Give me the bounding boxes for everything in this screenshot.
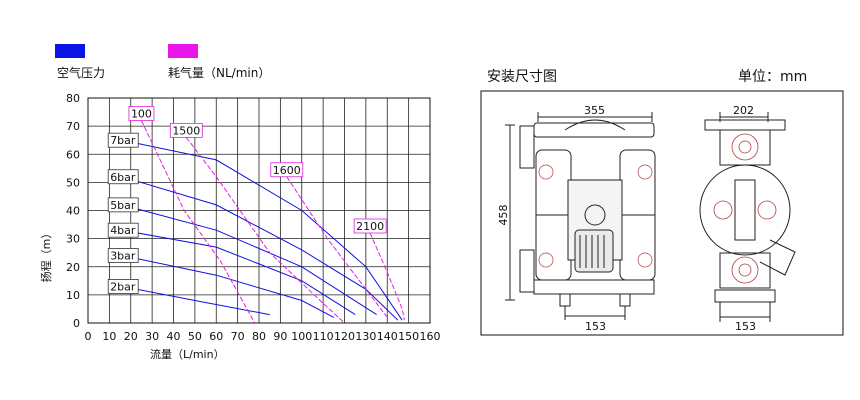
pressure-label-7bar: 7bar [110,134,136,147]
pressure-label-box [107,132,139,148]
y-tick-label: 30 [66,233,80,246]
x-tick-label: 120 [334,330,355,343]
drawing-frame [480,90,844,336]
x-tick-label: 80 [252,330,266,343]
x-axis-label: 流量（L/min） [150,347,225,361]
pressure-curve-7bar [122,139,403,321]
pressure-curve-3bar [122,255,335,318]
curve-labels: 7bar 6bar 5bar 4bar 3bar 2bar 100 1500 1600 2100 [107,106,387,294]
pressure-label-2bar: 2bar [110,280,136,293]
pressure-curve-2bar [122,285,270,316]
legend-label-air: 耗气量（NL/min） [168,66,271,80]
y-tick-label: 0 [73,317,80,330]
x-tick-label: 0 [85,330,92,343]
y-tick-label: 60 [66,148,80,161]
air-curve-2100 [369,232,405,321]
side-view [699,112,796,322]
y-tick-label: 70 [66,120,80,133]
x-tick-label: 140 [377,330,398,343]
air-label-box [128,106,155,121]
installation-drawing: 355 458 153 202 153 [480,90,844,336]
y-tick-label: 40 [66,205,80,218]
drawing-title: 安装尺寸图 [487,69,557,85]
front-view-detail [538,164,653,268]
x-tick-label: 10 [102,330,116,343]
air-label-1500: 1500 [172,124,200,137]
x-tick-label: 160 [420,330,441,343]
dim-side-width: 202 [733,104,754,117]
air-label-box [353,218,387,234]
air-curve-1600 [286,176,388,318]
dim-side-base: 153 [735,320,756,333]
x-tick-label: 30 [145,330,159,343]
legend-swatch-air [168,44,198,58]
x-tick-label: 20 [124,330,138,343]
pressure-label-4bar: 4bar [110,224,136,237]
air-label-box [270,162,304,178]
pressure-label-6bar: 6bar [110,171,136,184]
pressure-curve-4bar [122,229,356,316]
pressure-curve-6bar [122,176,399,321]
air-consumption-curves [140,120,405,324]
y-tick-label: 20 [66,261,80,274]
air-label-100: 100 [131,108,152,121]
pressure-label-box [107,222,139,238]
grid [88,98,430,323]
pressure-label-box [107,279,139,294]
dim-front-base: 153 [585,320,606,333]
pressure-label-box [107,169,139,185]
air-label-2100: 2100 [356,220,384,233]
legend-label-pressure: 空气压力 [57,66,106,80]
pressure-label-3bar: 3bar [110,250,136,263]
x-tick-label: 70 [231,330,245,343]
side-view-detail [713,133,777,284]
air-label-1600: 1600 [273,164,301,177]
y-tick-label: 10 [66,289,80,302]
front-view [505,112,656,320]
pressure-curves [122,139,403,321]
pressure-label-box [107,197,139,213]
air-curve-100 [140,120,256,324]
x-tick-label: 100 [291,330,312,343]
x-tick-label: 110 [313,330,334,343]
air-curve-1500 [185,137,345,324]
x-tick-label: 90 [273,330,287,343]
air-label-box [169,122,203,138]
pressure-label-5bar: 5bar [110,199,136,212]
x-tick-label: 60 [209,330,223,343]
pressure-label-box [107,248,139,263]
x-tick-label: 150 [398,330,419,343]
x-tick-label: 130 [355,330,376,343]
y-axis-label: 扬程（m） [39,228,53,283]
pressure-curve-5bar [122,204,377,316]
unit-label: 单位：mm [738,69,808,85]
x-tick-label: 40 [167,330,181,343]
legend-swatch-pressure [55,44,85,58]
x-tick-label: 50 [188,330,202,343]
y-tick-label: 80 [66,92,80,105]
y-tick-label: 50 [66,176,80,189]
dim-front-width: 355 [584,104,605,117]
dim-front-height: 458 [497,205,510,226]
